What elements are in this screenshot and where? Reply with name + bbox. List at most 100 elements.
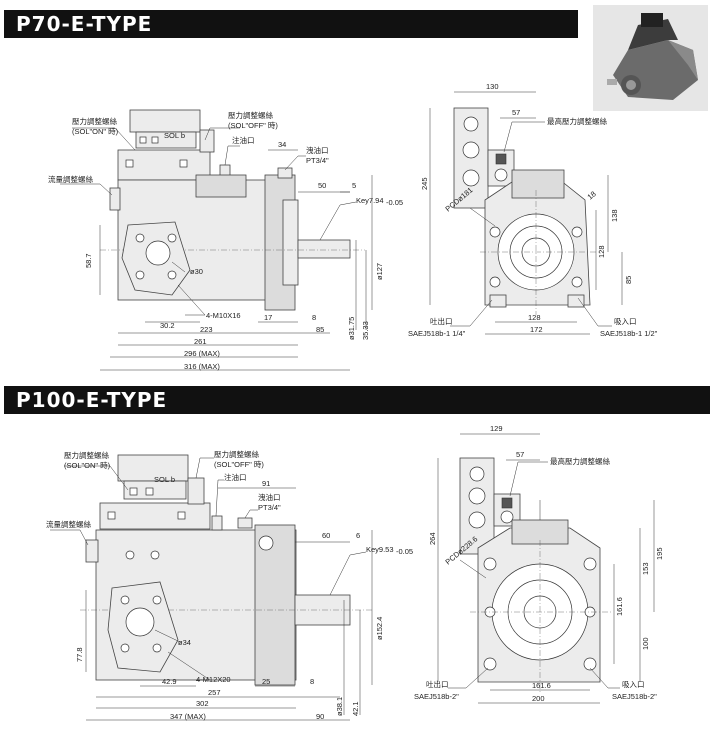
p100-front-dim-264: 264 [428, 532, 437, 545]
p70-dim-8: 8 [312, 313, 316, 322]
p70-front-dim-130: 130 [486, 82, 499, 91]
p70-port-hole [145, 240, 171, 266]
p100-dim-34: ø34 [178, 638, 191, 647]
p70-pressure-off-label: 壓力調整螺絲 [228, 110, 273, 120]
p100-suction-spec: SAEJ518b-2" [612, 692, 657, 701]
p100-front-valve-stack [459, 457, 495, 555]
p70-side-view: 壓力調整螺絲 (SOL"ON" 時) 壓力調整螺絲 (SOL"OFF" 時) 注… [48, 109, 403, 371]
p70-drain-label: 洩油口 [306, 145, 329, 155]
pump-photo-drawing [593, 5, 708, 111]
p70-solenoid-coil [199, 129, 215, 153]
p70-title: P70-E-TYPE [16, 12, 153, 36]
p100-drain-label: 洩油口 [258, 492, 281, 502]
p100-dim-25: 25 [262, 677, 270, 686]
p100-suction-label: 吸入口 [622, 680, 645, 689]
p100-key-tol: -0.05 [396, 547, 413, 556]
p70-sol-off-label: (SOL"OFF" 時) [228, 121, 278, 130]
p70-drain-port [277, 167, 293, 179]
p100-dim-257: 257 [208, 688, 221, 697]
p100-solenoid-coil [187, 477, 205, 505]
p70-dim-17: 17 [264, 313, 272, 322]
p100-discharge-spec: SAEJ518b-2" [414, 692, 459, 701]
p70-dim-85: 85 [316, 325, 324, 334]
p100-front-dim-57: 57 [516, 450, 524, 459]
p70-dim-30: ø30 [190, 267, 203, 276]
p70-front-dim-128v: 128 [597, 245, 606, 258]
p100-dim-42-9: 42.9 [162, 677, 177, 686]
p70-dim-30-2: 30.2 [160, 321, 175, 330]
p70-dim-316: 316 (MAX) [184, 362, 220, 371]
p70-sol-b-label: SOL b [164, 131, 185, 140]
p70-dim-261: 261 [194, 337, 207, 346]
p100-solenoid-top [117, 454, 189, 482]
p70-front-dim-85v: 85 [624, 276, 633, 284]
p70-key-label: Key7.94 [356, 196, 384, 205]
p100-sol-on-label: (SOL"ON" 時) [64, 461, 111, 470]
p70-dim-31-75: ø31.75 [347, 317, 356, 340]
p100-dim-90: 90 [316, 712, 324, 721]
p70-dim-296: 296 (MAX) [184, 349, 220, 358]
p70-oil-fill-label: 注油口 [232, 135, 255, 145]
p70-front-dim-18: 18 [586, 189, 598, 201]
p70-flow-adjust-screw [109, 187, 121, 211]
p100-port-hole [125, 607, 155, 637]
p100-flange [254, 524, 296, 686]
p100-front-dim-153: 153 [641, 562, 650, 575]
p100-dim-4m: 4-M12X20 [196, 675, 231, 684]
p70-sol-on-label: (SOL"ON" 時) [72, 127, 119, 136]
p70-discharge-spec: SAEJ518b-1 1/4" [408, 329, 466, 338]
p100-front-dim-161v: 161.6 [615, 597, 624, 616]
p100-drain-size: PT3/4" [258, 503, 281, 512]
p100-drain-port [237, 517, 253, 529]
p70-dim-35-33: 35.33 [361, 321, 370, 340]
p100-dim-42-1: 42.1 [351, 701, 360, 716]
p100-sol-b-label: SOL b [154, 475, 175, 484]
p70-dim-34: 34 [278, 140, 286, 149]
p70-front-view: 130 57 245 18 138 128 85 128 172 最高壓力調整螺… [408, 82, 658, 338]
p70-front-dim-172: 172 [530, 325, 543, 334]
p70-dim-127: ø127 [375, 263, 384, 280]
p100-flow-adjust-label: 流量調整螺絲 [46, 519, 91, 529]
p100-key-label: Key9.53 [366, 545, 394, 554]
p100-front-dim-100: 100 [641, 637, 650, 650]
p100-pressure-on-label: 壓力調整螺絲 [64, 450, 109, 460]
p100-title: P100-E-TYPE [16, 388, 168, 412]
p70-front-dim-57: 57 [512, 108, 520, 117]
p70-shaft [297, 239, 351, 259]
p100-oil-fill-label: 注油口 [224, 472, 247, 482]
p70-suction-label: 吸入口 [614, 317, 637, 326]
p100-dim-91: 91 [262, 479, 270, 488]
p70-solenoid-mid [135, 131, 197, 149]
p100-discharge-label: 吐出口 [426, 679, 449, 689]
p100-dim-60: 60 [322, 531, 330, 540]
p100-dim-8: 8 [310, 677, 314, 686]
p70-discharge-label: 吐出口 [430, 316, 453, 326]
p70-dim-4m: 4-M10X16 [206, 311, 241, 320]
p100-front-view: 129 57 264 195 153 161.6 100 161.6 200 最… [414, 424, 664, 704]
p70-dim-58-7: 58.7 [84, 253, 93, 268]
p70-pressure-on-label: 壓力調整螺絲 [72, 116, 117, 126]
p70-flow-adjust-label: 流量調整螺絲 [48, 174, 93, 184]
p100-max-pressure-label: 最高壓力調整螺絲 [550, 456, 610, 466]
p70-dim-223: 223 [200, 325, 213, 334]
p100-oil-fill-port [211, 515, 223, 531]
p100-dim-38-1: ø38.1 [335, 697, 344, 716]
p70-suction-spec: SAEJ518b-1 1/2" [600, 329, 658, 338]
p70-front-dim-128h: 128 [528, 313, 541, 322]
pump-photo [593, 5, 708, 111]
p70-solenoid-top [129, 109, 201, 133]
p100-dim-302: 302 [196, 699, 209, 708]
p70-drain-size: PT3/4" [306, 156, 329, 165]
p70-key-tol: -0.05 [386, 198, 403, 207]
p100-front-dim-161h: 161.6 [532, 681, 551, 690]
p100-solenoid-mid [123, 480, 187, 500]
p100-sol-off-label: (SOL"OFF" 時) [214, 460, 264, 469]
p100-side-view: 壓力調整螺絲 (SOL"ON" 時) 壓力調整螺絲 (SOL"OFF" 時) 注… [46, 449, 413, 721]
p100-title-banner: P100-E-TYPE [4, 386, 710, 414]
p100-flow-adjust-screw [85, 539, 99, 563]
p70-dim-5: 5 [352, 181, 356, 190]
p70-front-dim-245: 245 [420, 177, 429, 190]
p100-dim-347: 347 (MAX) [170, 712, 206, 721]
p100-front-dim-129: 129 [490, 424, 503, 433]
